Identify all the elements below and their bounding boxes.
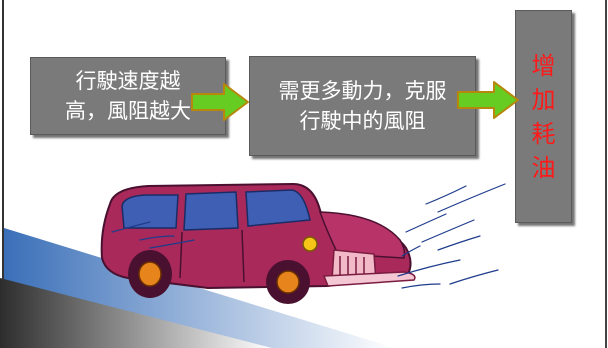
step-1-line-2: 高，風阻越大 [65, 99, 191, 123]
result-char-2: 加 [531, 85, 556, 114]
car-bumper [322, 271, 416, 287]
result-char-1: 增 [531, 51, 556, 80]
step-1-box: 行駛速度越 高，風阻越大 [30, 57, 226, 135]
left-frame-line [2, 0, 4, 348]
car-window-front [245, 189, 311, 227]
vintage-car-illustration-icon [100, 182, 416, 304]
result-char-4: 油 [531, 153, 556, 182]
result-char-3: 耗 [531, 119, 556, 148]
car-window-rear [121, 194, 179, 229]
step-2-line-1: 需更多動力，克服 [278, 79, 447, 103]
car-window-middle [183, 191, 239, 231]
green-right-arrow-icon [457, 81, 519, 119]
dark-wedge [0, 278, 272, 348]
step-2-line-2: 行駛中的風阻 [299, 109, 426, 133]
step-1-line-1: 行駛速度越 [75, 69, 181, 93]
step-2-box: 需更多動力，克服 行駛中的風阻 [249, 56, 476, 156]
right-frame-line [605, 0, 607, 348]
result-box: 增 加 耗 油 [515, 10, 572, 223]
green-right-arrow-icon [191, 83, 249, 121]
car-headlight [302, 236, 318, 252]
car-hood [318, 211, 406, 259]
